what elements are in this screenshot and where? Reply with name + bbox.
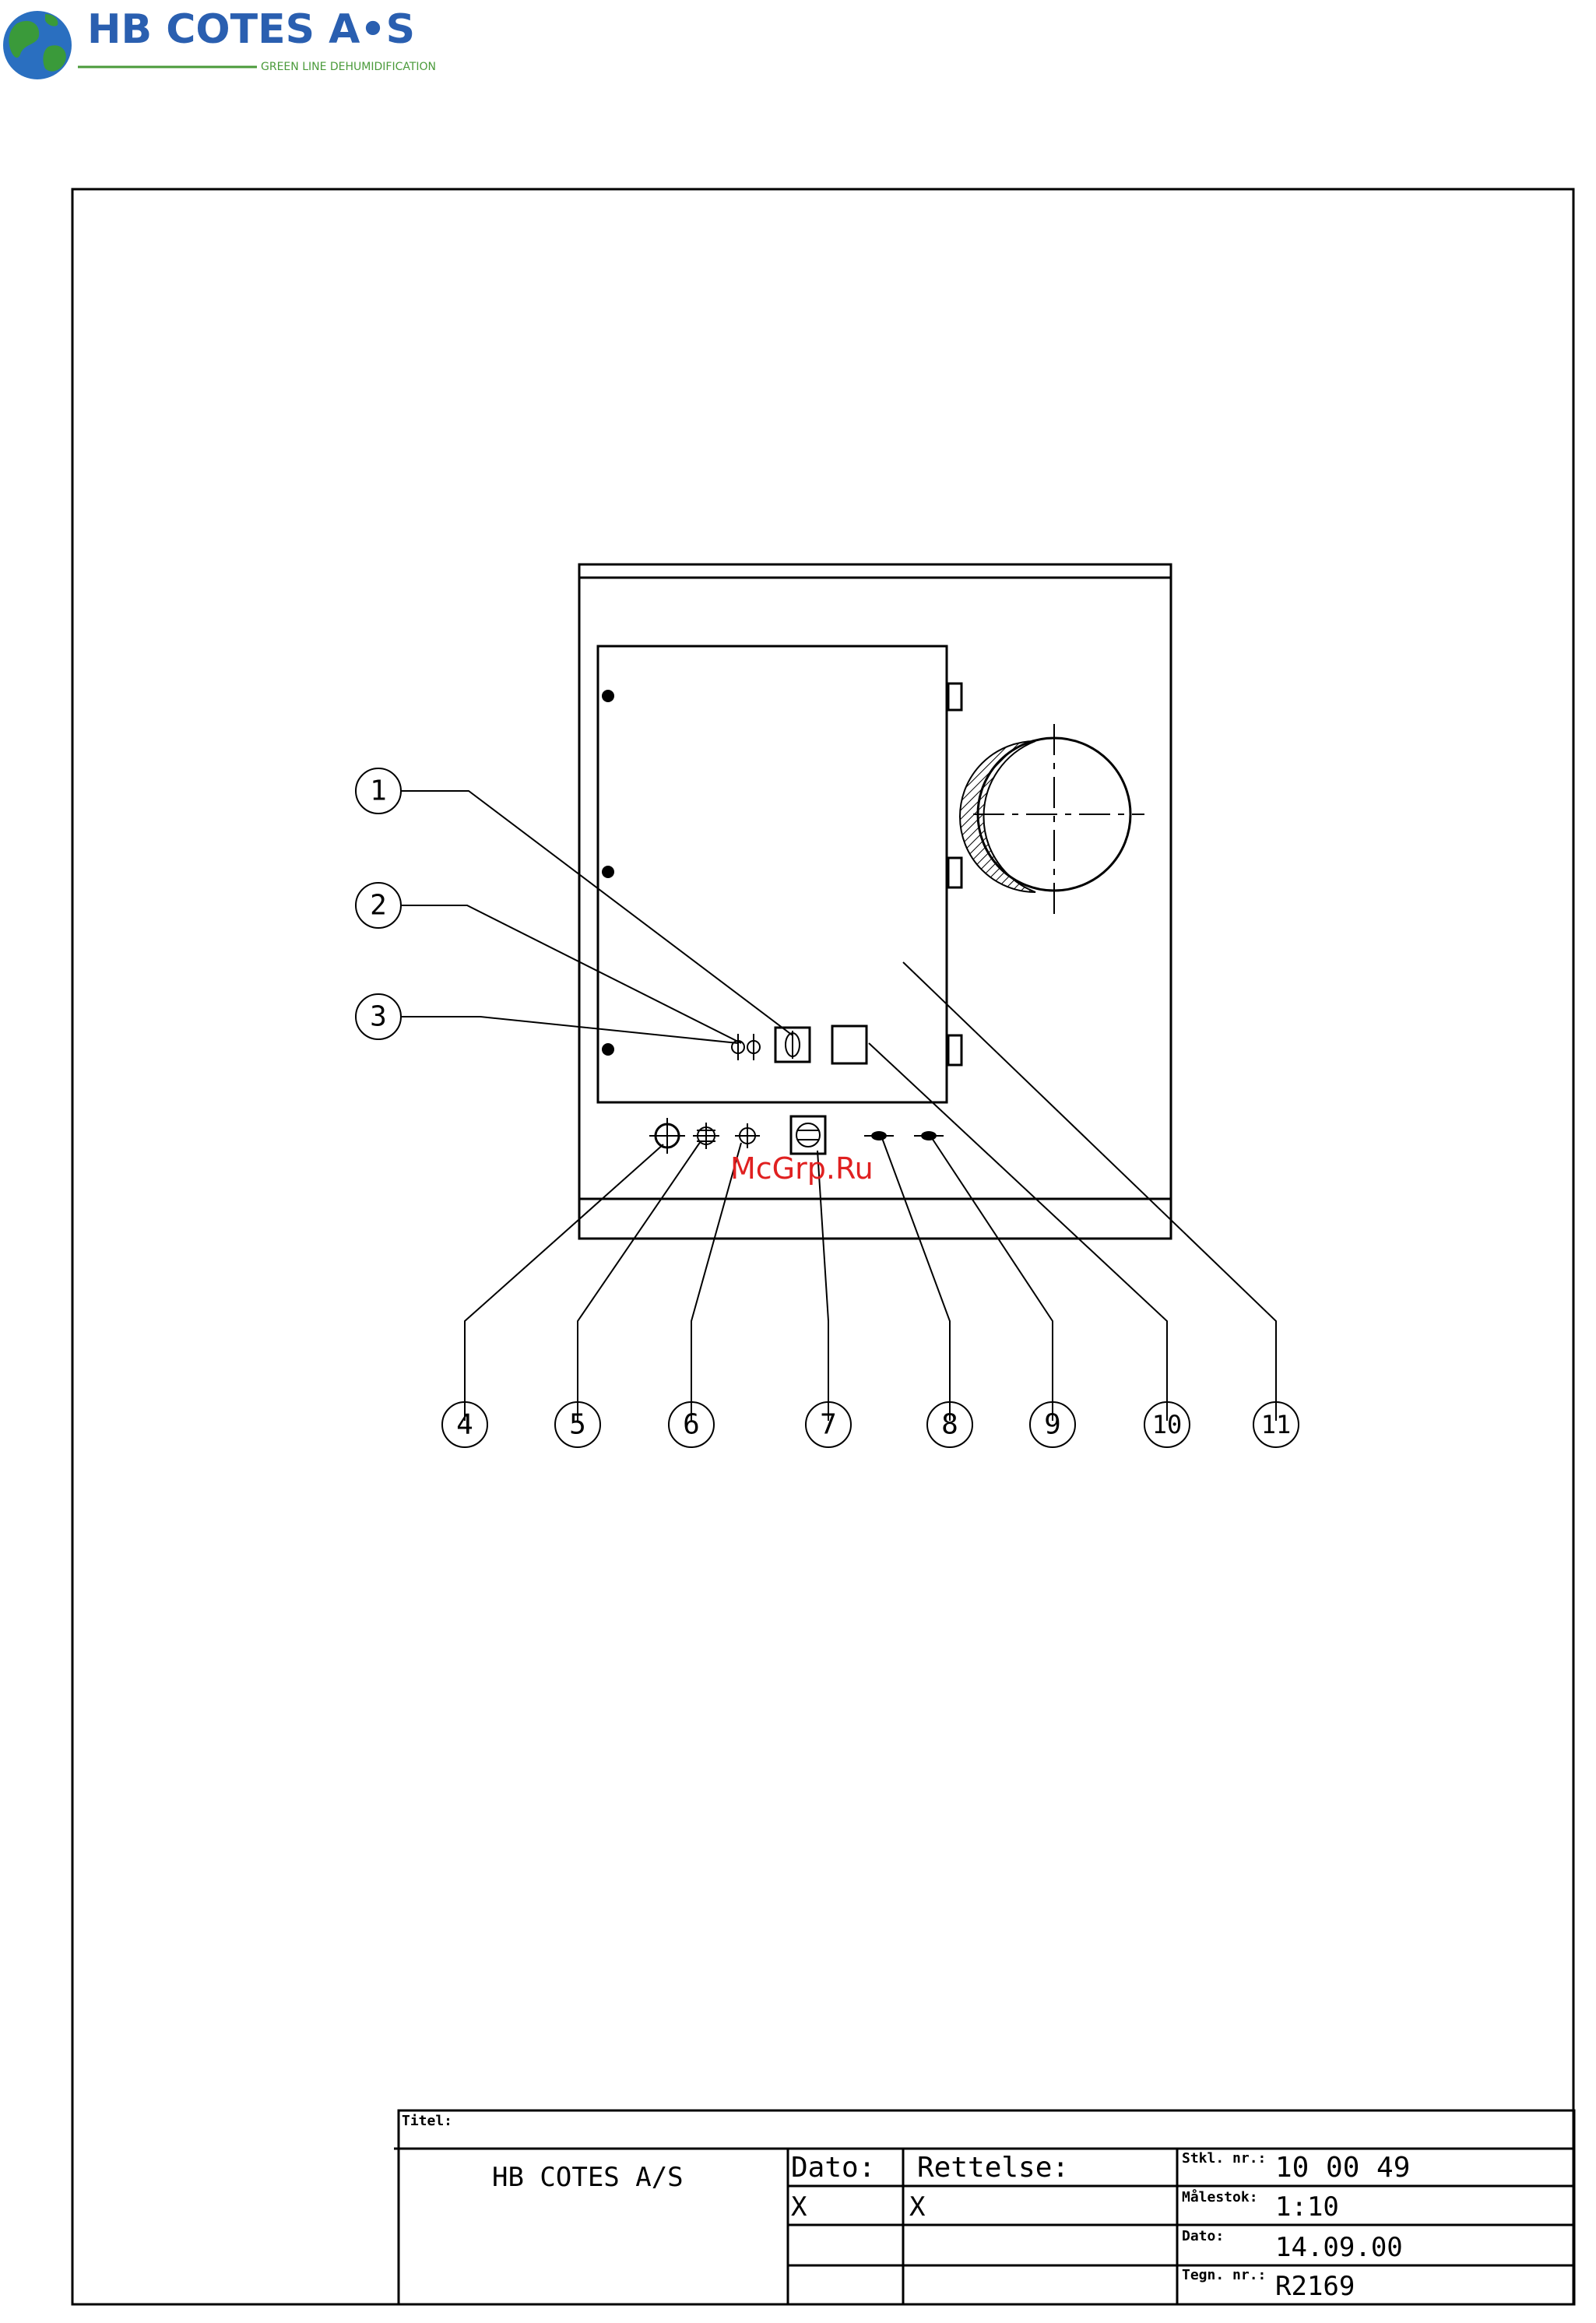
rettelse-value: X (909, 2191, 926, 2223)
malestok-label: Målestok: (1182, 2188, 1258, 2205)
indicator-lamps (732, 1034, 760, 1060)
main-switch (775, 1028, 810, 1062)
control-panel-square (832, 1026, 867, 1063)
tegn-label: Tegn. nr.: (1182, 2267, 1266, 2283)
svg-text:5: 5 (569, 1409, 586, 1441)
door-latch (948, 684, 961, 710)
callout-2: 2 (356, 883, 401, 928)
company-logo: HB COTES A•S GREEN LINE DEHUMIDIFICATION (3, 6, 436, 79)
hinge-dot (602, 690, 614, 702)
company-tagline: GREEN LINE DEHUMIDIFICATION (261, 61, 436, 73)
connector-medium (693, 1123, 719, 1149)
svg-text:9: 9 (1044, 1409, 1061, 1441)
tegn-value: R2169 (1275, 2271, 1355, 2302)
door-latch (948, 1035, 961, 1065)
rettelse-header: Rettelse: (917, 2152, 1069, 2184)
connector-large (649, 1118, 685, 1154)
svg-text:1: 1 (370, 775, 387, 807)
terminal-box (791, 1116, 825, 1154)
company-name: HB COTES A•S (87, 6, 415, 53)
hinge-dot (602, 1043, 614, 1056)
title-block: Titel: HB COTES A/S Dato: Rettelse: X X … (394, 2110, 1574, 2304)
connector-small (735, 1123, 760, 1148)
globe-icon (3, 11, 72, 79)
titel-label: Titel: (402, 2113, 452, 2129)
dato-label: Dato: (1182, 2228, 1224, 2244)
drain-outlet-1 (864, 1131, 894, 1140)
title-company: HB COTES A/S (492, 2162, 684, 2193)
dato-value: X (791, 2191, 807, 2223)
air-outlet (960, 724, 1144, 919)
svg-text:6: 6 (683, 1409, 700, 1441)
callout-9: 9 (1030, 1402, 1075, 1447)
svg-text:10: 10 (1152, 1410, 1183, 1439)
dato-header: Dato: (791, 2152, 875, 2184)
callout-6: 6 (669, 1402, 714, 1447)
callout-1: 1 (356, 768, 401, 814)
stkl-label: Stkl. nr.: (1182, 2150, 1266, 2167)
svg-text:8: 8 (941, 1409, 958, 1441)
stkl-value: 10 00 49 (1275, 2152, 1410, 2184)
door-latch (948, 858, 961, 887)
callout-3: 3 (356, 994, 401, 1039)
svg-text:3: 3 (370, 1001, 387, 1033)
svg-text:2: 2 (370, 890, 387, 922)
drain-outlet-2 (914, 1131, 944, 1140)
hinge-dot (602, 866, 614, 878)
malestok-value: 1:10 (1275, 2191, 1339, 2223)
leader-lines (401, 791, 1276, 1421)
callout-5: 5 (555, 1402, 600, 1447)
svg-text:4: 4 (456, 1409, 473, 1441)
callout-4: 4 (442, 1402, 487, 1447)
callout-7: 7 (806, 1402, 851, 1447)
dato-date: 14.09.00 (1275, 2232, 1403, 2263)
svg-text:7: 7 (820, 1409, 837, 1441)
watermark: McGrp.Ru (730, 1151, 874, 1186)
svg-text:11: 11 (1261, 1410, 1292, 1439)
callout-8: 8 (927, 1402, 972, 1447)
dehumidifier-front-view (579, 564, 1171, 1239)
